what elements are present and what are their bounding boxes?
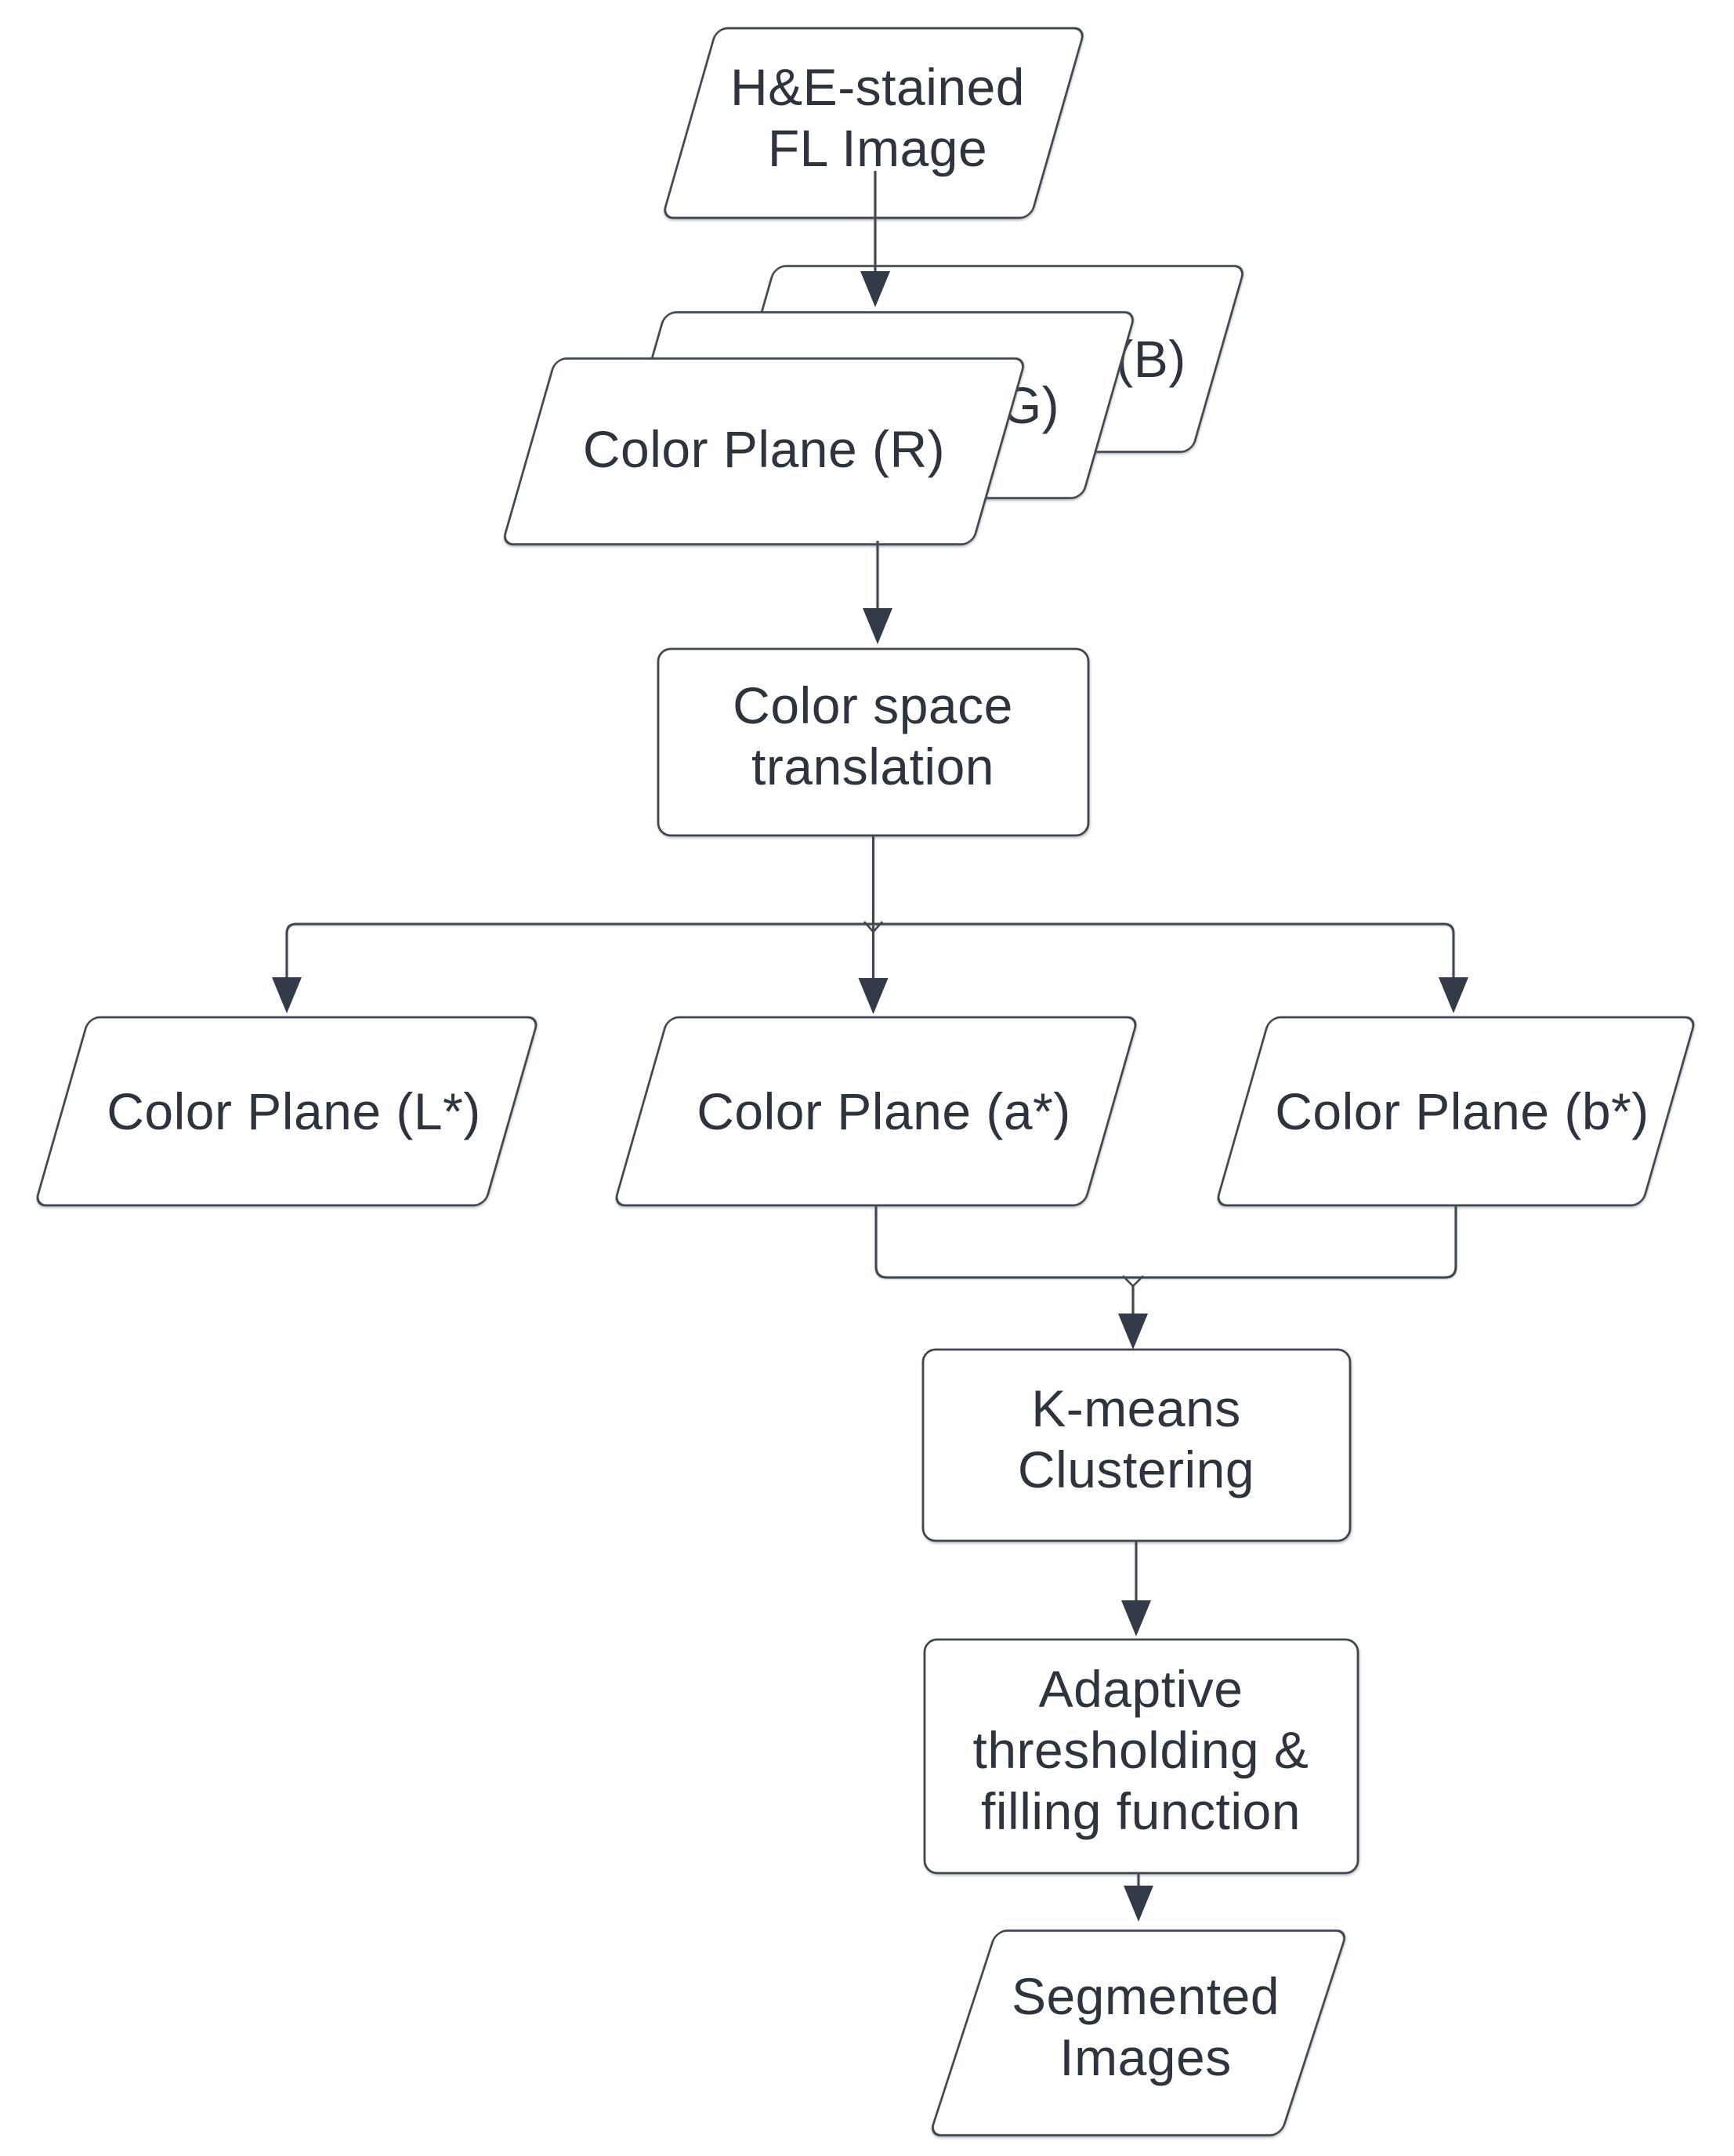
- edge-planes-to-kmeans: [874, 1205, 1457, 1350]
- color-plane-r-label: Color Plane (R): [583, 420, 945, 478]
- color-plane-l-star-label: Color Plane (L*): [107, 1082, 481, 1140]
- color-space-translation-line1: Color space: [733, 676, 1013, 734]
- color-plane-b-star-label: Color Plane (b*): [1275, 1082, 1649, 1140]
- adaptive-line3: filling function: [981, 1782, 1301, 1840]
- adaptive-line2: thresholding &: [973, 1721, 1309, 1779]
- edge-kmeans-to-adaptive: [1121, 1541, 1151, 1636]
- color-plane-a-star-label: Color Plane (a*): [697, 1082, 1071, 1140]
- color-space-translation-line2: translation: [751, 737, 994, 795]
- segmented-images-line2: Images: [1059, 2028, 1231, 2086]
- kmeans-line2: Clustering: [1018, 1440, 1254, 1498]
- adaptive-line1: Adaptive: [1039, 1660, 1243, 1718]
- edge-input-to-rgb-stack: [860, 171, 890, 307]
- node-color-plane-l-star: Color Plane (L*): [36, 1016, 538, 1207]
- node-adaptive-thresholding: Adaptive thresholding & filling function: [923, 1638, 1359, 1875]
- node-color-space-translation: Color space translation: [657, 647, 1090, 837]
- node-color-plane-b-star: Color Plane (b*): [1217, 1016, 1695, 1207]
- segmented-images-line1: Segmented: [1012, 1967, 1280, 2025]
- kmeans-line1: K-means: [1031, 1379, 1241, 1437]
- node-kmeans-clustering: K-means Clustering: [921, 1348, 1352, 1542]
- node-color-plane-a-star: Color Plane (a*): [615, 1016, 1137, 1207]
- input-image-label-line1: H&E-stained: [730, 58, 1025, 116]
- edge-translation-branch: [272, 835, 1468, 1014]
- node-input-image: H&E-stained FL Image: [664, 27, 1084, 219]
- node-segmented-images: Segmented Images: [931, 1930, 1346, 2136]
- node-color-plane-r: Color Plane (R): [504, 357, 1024, 545]
- input-image-label-line2: FL Image: [768, 119, 987, 177]
- edge-adaptive-to-segmented: [1124, 1873, 1153, 1922]
- edge-rgb-to-translation: [863, 541, 892, 644]
